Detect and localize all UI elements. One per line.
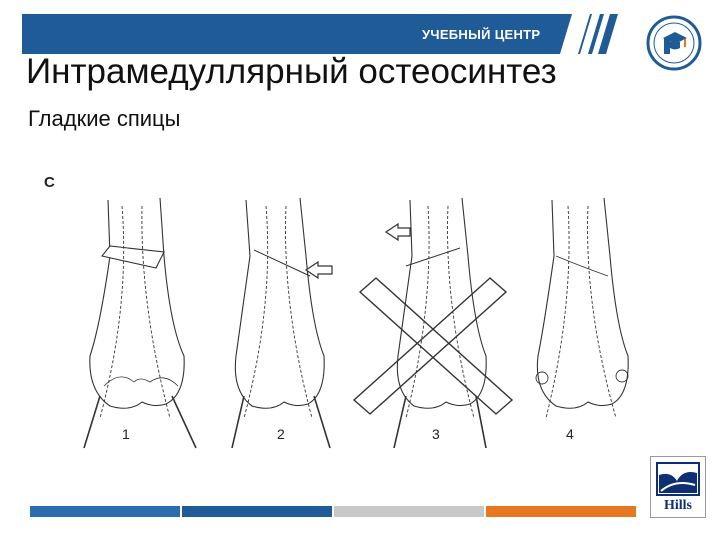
- slide-subtitle: Гладкие спицы: [28, 106, 181, 131]
- bone-diagram-3: [352, 197, 514, 449]
- hills-logo: Hills: [650, 456, 706, 518]
- hills-logo-text: Hills: [663, 498, 692, 513]
- header-stripes: [560, 14, 634, 54]
- footer-stripe-orange: [486, 506, 636, 517]
- figure-panel-letter: C: [44, 174, 55, 191]
- footer-stripe-blue-light: [30, 506, 180, 517]
- header-label: УЧЕБНЫЙ ЦЕНТР: [422, 27, 541, 42]
- header-bar: [22, 14, 634, 54]
- figure-label-2: 2: [277, 426, 285, 442]
- education-center-logo-icon: [646, 15, 702, 71]
- intramedullary-pinning-illustration: [83, 197, 629, 449]
- bone-diagram-2: [231, 197, 333, 449]
- figure-label-3: 3: [432, 426, 440, 442]
- figure-label-4: 4: [566, 426, 574, 442]
- figure-label-1: 1: [122, 426, 130, 442]
- bone-diagram-4: [535, 197, 629, 419]
- footer-stripe-grey: [334, 506, 484, 517]
- hills-emblem-icon: [656, 462, 700, 496]
- footer-stripe-blue: [182, 506, 332, 517]
- slide-title: Интрамедуллярный остеосинтез: [26, 52, 557, 91]
- bone-diagram-1: [83, 197, 197, 449]
